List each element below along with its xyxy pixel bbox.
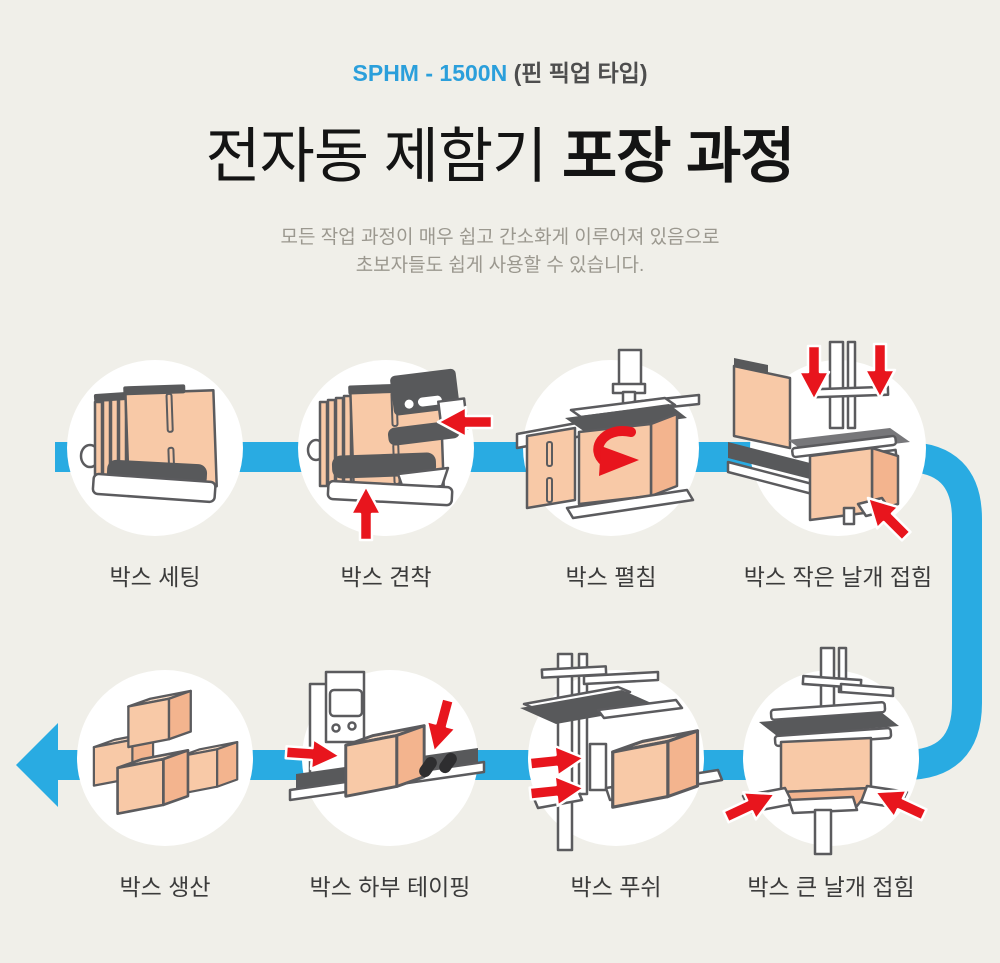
- step-big-flap-folding: 박스 큰 날개 접힘: [718, 646, 941, 900]
- model-header: SPHM - 1500N (핀 픽업 타입): [0, 54, 1000, 88]
- red-arrow-icon: [418, 694, 464, 758]
- step-finished-boxes: 박스 생산: [55, 648, 275, 900]
- step-box-pickup: 박스 견착: [276, 338, 496, 590]
- box-pickup-illustration: [306, 368, 494, 542]
- page-title: 전자동 제함기 포장 과정: [0, 108, 1000, 195]
- page-title-bold: 포장 과정: [562, 123, 795, 190]
- step-small-flap-folding: 박스 작은 날개 접힘: [726, 338, 948, 590]
- curved-arrow-icon: [593, 426, 639, 476]
- subtitle-line1: 모든 작업 과정이 매우 쉽고 간소화게 이루어져 있음으로: [280, 227, 720, 248]
- small-flap-folding-illustration: [726, 340, 919, 549]
- tape-rollers: [419, 752, 457, 778]
- bottom-taping-illustration: [283, 670, 486, 802]
- flow-arrowhead-icon: [16, 723, 58, 807]
- big-flap-folding-illustration: [718, 646, 932, 856]
- step-label: 박스 세팅: [109, 564, 201, 590]
- step-label: 박스 큰 날개 접힘: [747, 874, 915, 900]
- subtitle-line2: 초보자들도 쉽게 사용할 수 있습니다.: [355, 255, 645, 276]
- step-label: 박스 생산: [119, 874, 211, 900]
- box-pushing-illustration: [520, 652, 724, 852]
- step-box-setting: 박스 세팅: [45, 338, 265, 590]
- step-box-pushing: 박스 푸쉬: [506, 648, 726, 900]
- step-label: 박스 하부 테이핑: [309, 874, 471, 900]
- step-label: 박스 펼침: [565, 564, 657, 590]
- box-magazine-illustration: [79, 384, 218, 504]
- step-box-opening: 박스 펼침: [501, 338, 721, 590]
- step-label: 박스 푸쉬: [570, 874, 662, 900]
- box-opening-illustration: [515, 348, 701, 520]
- model-type-suffix: (핀 픽업 타입): [507, 60, 648, 86]
- red-arrow-icon: [527, 741, 587, 780]
- page-title-normal: 전자동 제함기: [205, 123, 563, 190]
- step-bottom-taping: 박스 하부 테이핑: [280, 648, 500, 900]
- finished-boxes-illustration: [92, 689, 239, 815]
- flow-path: [55, 442, 982, 780]
- model-number: SPHM - 1500N: [352, 60, 508, 86]
- step-label: 박스 견착: [340, 564, 432, 590]
- step-label: 박스 작은 날개 접힘: [743, 564, 933, 590]
